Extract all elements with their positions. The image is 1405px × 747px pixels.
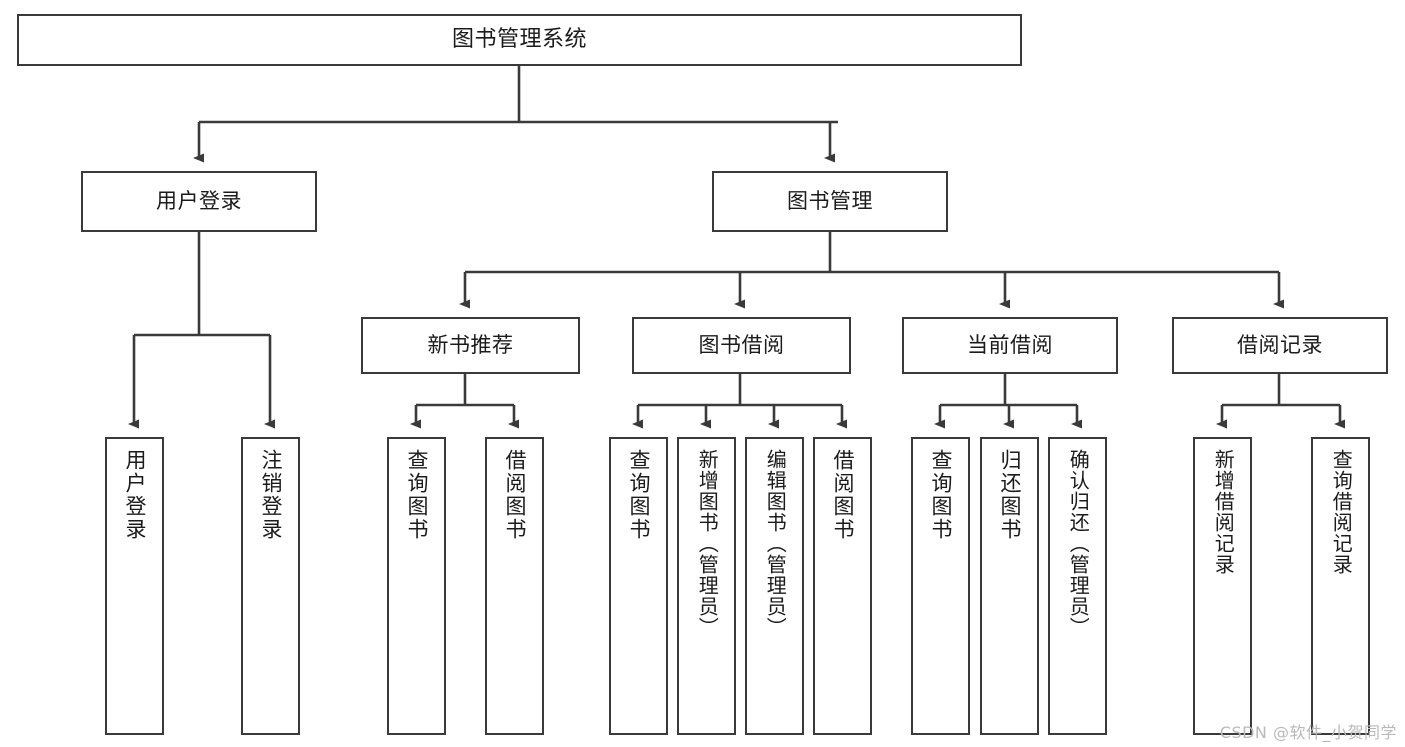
- node-user-login[interactable]: 用户登录: [81, 171, 317, 232]
- node-label: 借阅记录: [1237, 332, 1323, 357]
- node-new-book-recommend[interactable]: 新书推荐: [361, 317, 580, 374]
- leaf-label: 查询图书: [404, 449, 429, 541]
- leaf-label: 新增图书（管理员）: [695, 449, 720, 638]
- leaf-label: 编辑图书（管理员）: [763, 449, 788, 638]
- node-label: 当前借阅: [967, 332, 1053, 357]
- leaf-label: 确认归还（管理员）: [1066, 449, 1091, 638]
- leaf-label: 借阅图书: [830, 449, 855, 541]
- node-label: 图书管理系统: [451, 26, 587, 52]
- leaf-return-book[interactable]: 归还图书: [980, 437, 1039, 735]
- leaf-label: 借阅图书: [502, 449, 527, 541]
- leaf-confirm-return-admin[interactable]: 确认归还（管理员）: [1048, 437, 1107, 735]
- node-label: 用户登录: [156, 188, 242, 213]
- leaf-query-book-current[interactable]: 查询图书: [911, 437, 970, 735]
- leaf-label: 查询图书: [928, 449, 953, 541]
- leaf-add-borrow-record[interactable]: 新增借阅记录: [1193, 437, 1252, 735]
- node-root-system[interactable]: 图书管理系统: [17, 14, 1022, 66]
- leaf-add-book-admin[interactable]: 新增图书（管理员）: [677, 437, 736, 735]
- node-book-borrow[interactable]: 图书借阅: [632, 317, 851, 374]
- leaf-edit-book-admin[interactable]: 编辑图书（管理员）: [745, 437, 804, 735]
- leaf-borrow-book[interactable]: 借阅图书: [813, 437, 872, 735]
- node-borrow-record[interactable]: 借阅记录: [1172, 317, 1388, 374]
- leaf-label: 注销登录: [258, 449, 283, 541]
- leaf-query-book-borrow[interactable]: 查询图书: [609, 437, 668, 735]
- watermark: CSDN @软件_小贺同学: [1219, 723, 1397, 742]
- leaf-label: 用户登录: [122, 449, 147, 541]
- leaf-label: 查询图书: [626, 449, 651, 541]
- node-label: 新书推荐: [427, 332, 514, 357]
- leaf-query-book-new[interactable]: 查询图书: [387, 437, 446, 735]
- leaf-logout[interactable]: 注销登录: [241, 437, 300, 735]
- leaf-label: 归还图书: [997, 449, 1022, 541]
- leaf-label: 新增借阅记录: [1211, 449, 1236, 575]
- leaf-query-borrow-record[interactable]: 查询借阅记录: [1311, 437, 1370, 735]
- node-current-borrow[interactable]: 当前借阅: [902, 317, 1118, 374]
- node-label: 图书管理: [787, 188, 873, 213]
- leaf-user-login[interactable]: 用户登录: [105, 437, 164, 735]
- node-book-management[interactable]: 图书管理: [712, 171, 948, 232]
- leaf-borrow-book-new[interactable]: 借阅图书: [485, 437, 544, 735]
- leaf-label: 查询借阅记录: [1329, 449, 1354, 575]
- node-label: 图书借阅: [698, 332, 785, 357]
